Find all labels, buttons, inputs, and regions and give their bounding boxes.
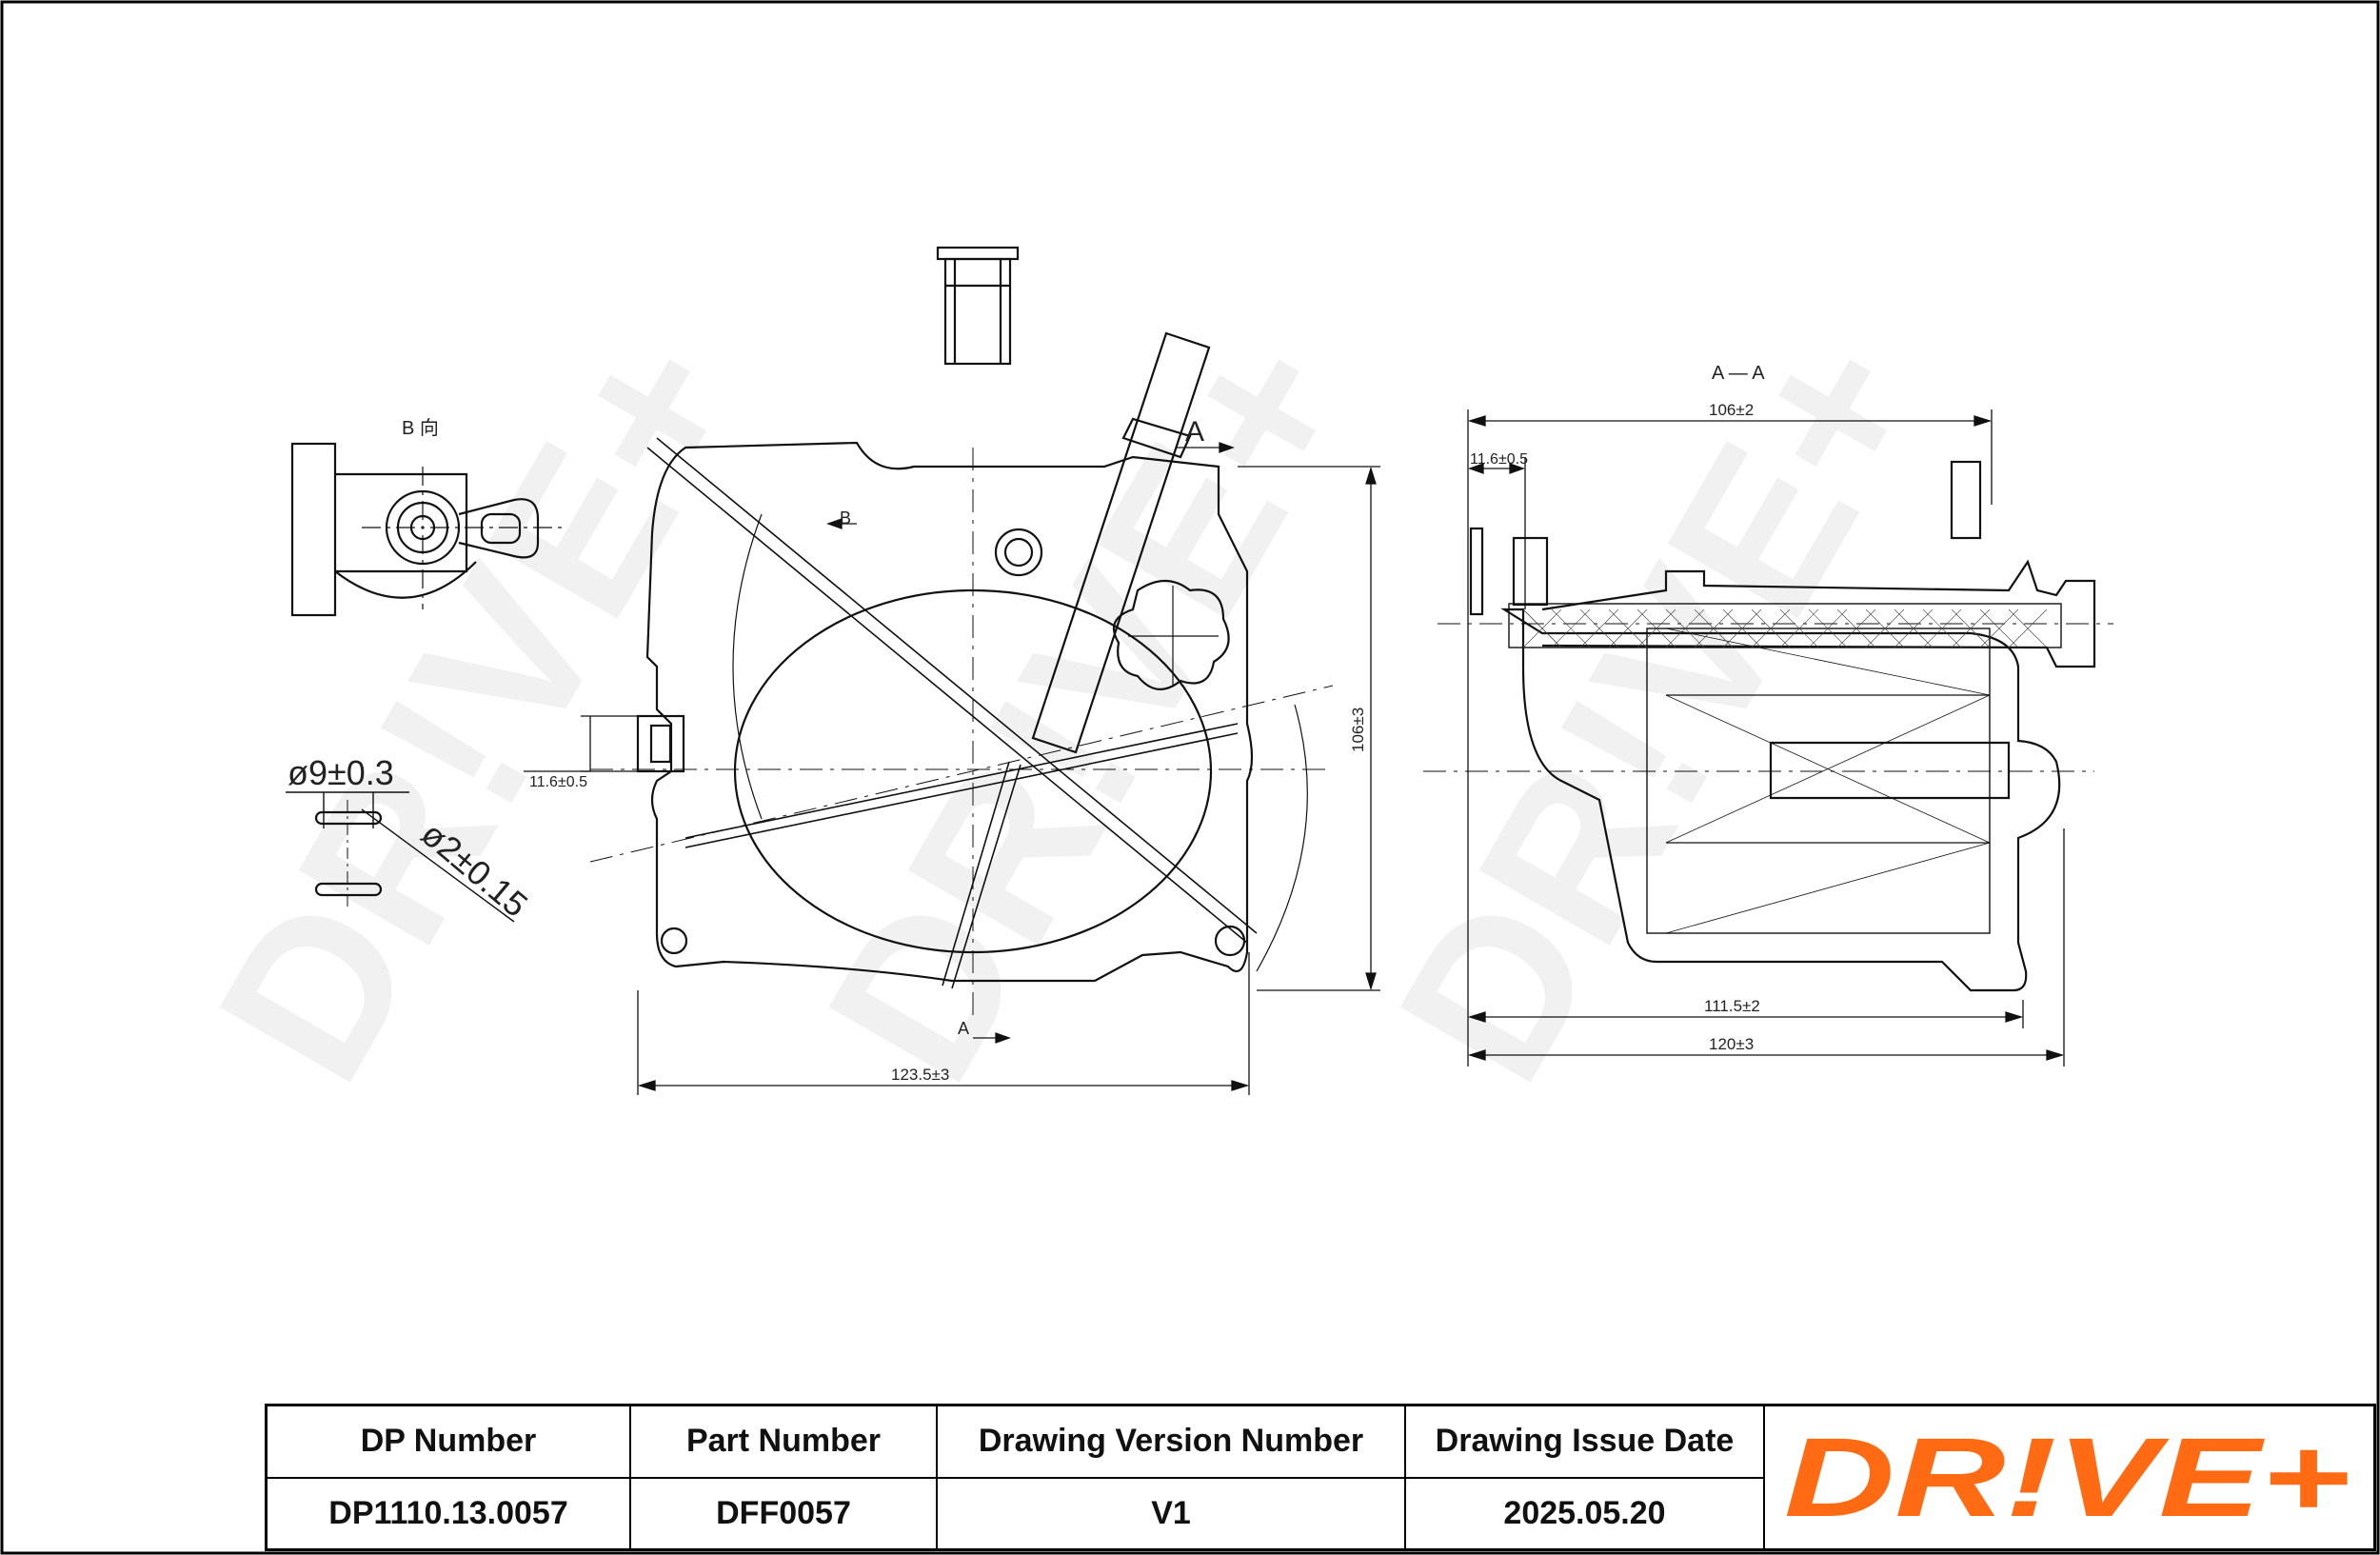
dim-oring-outer: ø9±0.3: [288, 753, 394, 792]
section-hatch: [1522, 608, 2048, 648]
title-col-part-number: Part Number DFF0057: [631, 1406, 938, 1548]
header-part-number: Part Number: [631, 1406, 936, 1479]
view-b-label: B 向: [402, 417, 439, 439]
front-view: [589, 331, 1334, 1019]
dim-height-front: 106±3: [1349, 708, 1367, 752]
watermark-right: DR!VE+: [1352, 295, 1969, 1119]
section-arrow-a-top: A: [1185, 416, 1204, 448]
logo-text: DR!VE+: [1784, 1421, 2350, 1535]
value-issue-date: 2025.05.20: [1503, 1494, 1666, 1531]
oring-detail: [286, 791, 515, 923]
front-dimensions: [524, 442, 1380, 1095]
section-label: A — A: [1712, 363, 1765, 384]
header-issue-date: Drawing Issue Date: [1406, 1406, 1763, 1479]
title-block: DP Number DP1110.13.0057 Part Number DFF…: [265, 1404, 2376, 1551]
dim-section-inner: 111.5±2: [1704, 997, 1760, 1015]
drive-logo: DR!VE+: [1765, 1406, 2373, 1548]
watermark: DR!VE+ DR!VE+ DR!VE+: [171, 295, 1969, 1119]
value-dp-number: DP1110.13.0057: [328, 1494, 568, 1531]
watermark-left: DR!VE+: [171, 295, 788, 1119]
dim-width-front: 123.5±3: [891, 1066, 949, 1084]
drive-logo-mark: DR!VE+: [1784, 1421, 2350, 1535]
watermark-center: DR!VE+: [781, 295, 1398, 1119]
dim-section-offset: 11.6±0.5: [1470, 451, 1528, 468]
section-arrow-a-bottom: A: [958, 1019, 969, 1038]
title-col-logo: DR!VE+: [1765, 1406, 2373, 1548]
fitting-detail: [936, 246, 1020, 366]
view-b: [290, 442, 566, 617]
value-part-number: DFF0057: [716, 1494, 851, 1531]
title-col-dp-number: DP Number DP1110.13.0057: [268, 1406, 631, 1548]
title-col-version: Drawing Version Number V1: [938, 1406, 1406, 1548]
section-dimensions: [1467, 409, 2065, 1067]
dim-section-total: 120±3: [1709, 1035, 1754, 1053]
dim-left-offset: 11.6±0.5: [529, 774, 587, 790]
dim-section-top: 106±2: [1709, 401, 1754, 419]
header-dp-number: DP Number: [268, 1406, 629, 1479]
view-arrow-b: B: [840, 508, 851, 528]
header-version: Drawing Version Number: [938, 1406, 1404, 1479]
value-version: V1: [1151, 1494, 1191, 1531]
title-col-issue-date: Drawing Issue Date 2025.05.20: [1406, 1406, 1765, 1548]
